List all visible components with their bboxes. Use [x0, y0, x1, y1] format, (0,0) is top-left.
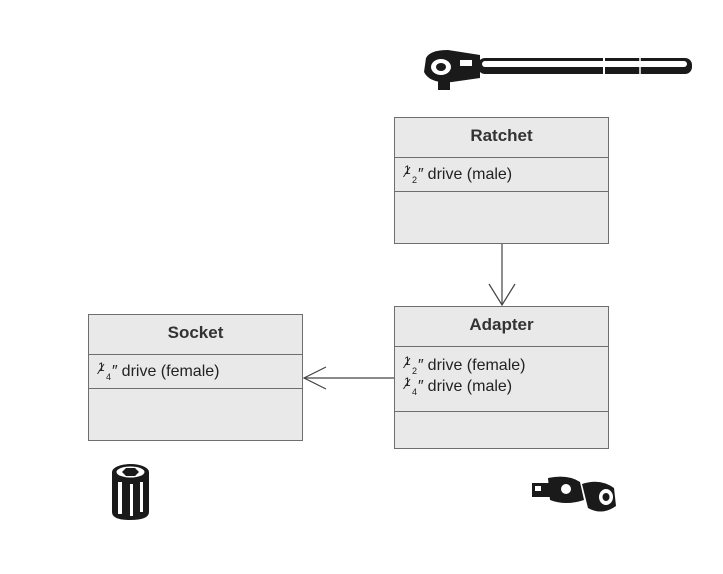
attribute-row: 1⁄2″drive (male): [404, 163, 513, 185]
universal-joint-adapter-icon: [532, 476, 616, 512]
ratchet-attributes: 1⁄2″drive (male): [395, 158, 608, 192]
adapter-socket-connector: [302, 366, 394, 390]
fraction: 1⁄2: [404, 354, 418, 376]
adapter-operations: [395, 411, 608, 450]
ratchet-class-box: Ratchet 1⁄2″drive (male): [394, 117, 609, 244]
attribute-text: drive (female): [121, 363, 220, 380]
socket-icon: [112, 464, 149, 520]
adapter-class-box: Adapter 1⁄2″drive (female) 1⁄4″drive (ma…: [394, 306, 609, 449]
attribute-row: 1⁄4″drive (female): [98, 360, 220, 382]
class-name-ratchet: Ratchet: [395, 118, 608, 158]
class-name-socket: Socket: [89, 315, 302, 355]
ratchet-wrench-icon: [424, 50, 692, 90]
socket-operations: [89, 389, 302, 433]
ratchet-adapter-connector: [488, 244, 516, 307]
fraction: 1⁄4: [404, 375, 418, 397]
adapter-attributes: 1⁄2″drive (female) 1⁄4″drive (male): [395, 347, 608, 411]
fraction: 1⁄2: [404, 163, 418, 185]
ratchet-operations: [395, 192, 608, 236]
class-name-adapter: Adapter: [395, 307, 608, 347]
attribute-text: drive (male): [427, 166, 513, 183]
socket-class-box: Socket 1⁄4″drive (female): [88, 314, 303, 441]
attribute-row: 1⁄4″drive (male): [404, 375, 513, 397]
attribute-text: drive (female): [427, 357, 526, 374]
attribute-text: drive (male): [427, 378, 513, 395]
fraction: 1⁄4: [98, 360, 112, 382]
socket-attributes: 1⁄4″drive (female): [89, 355, 302, 389]
attribute-row: 1⁄2″drive (female): [404, 354, 526, 376]
